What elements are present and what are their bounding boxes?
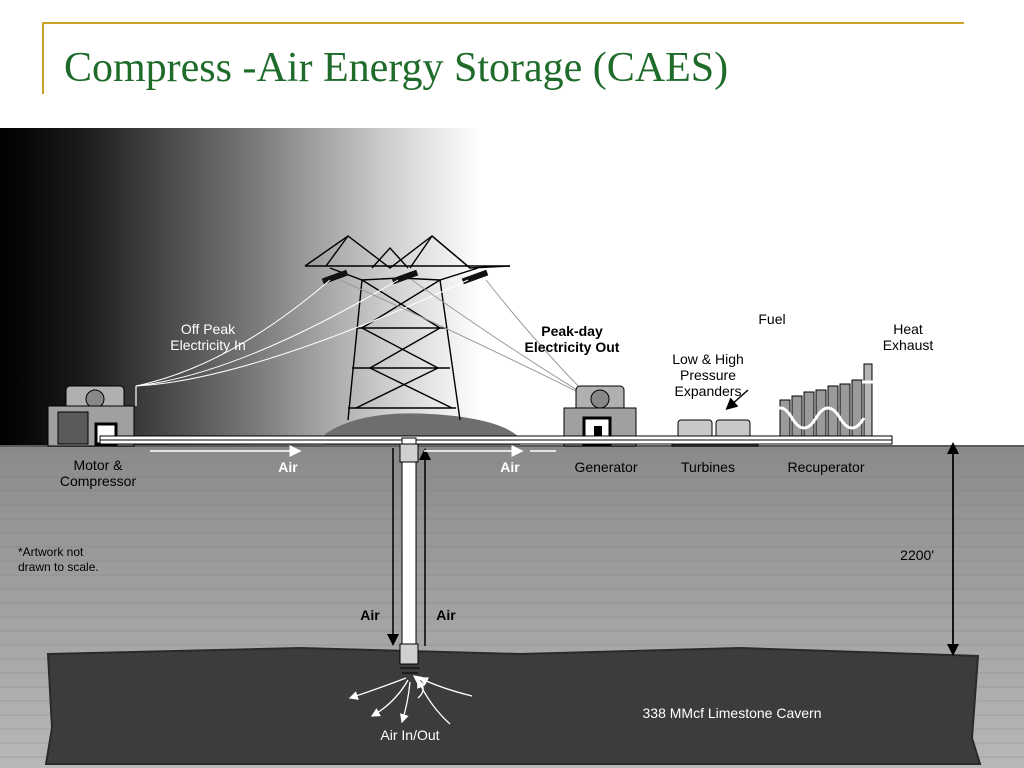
- label-off-peak-1: Off Peak: [181, 321, 236, 337]
- label-heat-exhaust-1: Heat: [893, 321, 923, 337]
- label-recuperator: Recuperator: [787, 459, 864, 475]
- label-off-peak-2: Electricity In: [170, 337, 245, 353]
- label-air-left: Air: [278, 459, 298, 475]
- title-rule-left: [42, 22, 44, 94]
- label-artwork-1: *Artwork not: [18, 545, 84, 559]
- label-peak-day-2: Electricity Out: [525, 339, 620, 355]
- label-turbines: Turbines: [681, 459, 735, 475]
- label-air-down: Air: [360, 607, 380, 623]
- label-artwork-2: drawn to scale.: [18, 560, 99, 574]
- label-motor-2: Compressor: [60, 473, 137, 489]
- label-air-inout: Air In/Out: [380, 727, 439, 743]
- label-motor-1: Motor &: [73, 457, 123, 473]
- label-low-high-3: Expanders: [675, 383, 742, 399]
- cavern-air-flow: [348, 675, 473, 725]
- tower-insulators: [321, 269, 489, 285]
- label-air-right: Air: [500, 459, 520, 475]
- vertical-shaft: [387, 437, 431, 674]
- slide-title: Compress -Air Energy Storage (CAES): [64, 45, 729, 91]
- label-heat-exhaust-2: Exhaust: [883, 337, 934, 353]
- caes-diagram: Off Peak Electricity In Peak-day Electri…: [0, 128, 1024, 768]
- label-fuel: Fuel: [758, 311, 785, 327]
- label-low-high-1: Low & High: [672, 351, 744, 367]
- label-low-high-2: Pressure: [680, 367, 736, 383]
- title-rule-top: [42, 22, 964, 24]
- label-cavern: 338 MMcf Limestone Cavern: [643, 705, 822, 721]
- power-lines-in: [135, 279, 469, 387]
- limestone-cavern: [44, 646, 982, 765]
- transmission-tower: [304, 235, 511, 421]
- surface-pipe: [99, 389, 893, 445]
- label-peak-day-1: Peak-day: [541, 323, 603, 339]
- label-generator: Generator: [574, 459, 637, 475]
- label-air-up: Air: [436, 607, 456, 623]
- label-depth: 2200': [900, 547, 934, 563]
